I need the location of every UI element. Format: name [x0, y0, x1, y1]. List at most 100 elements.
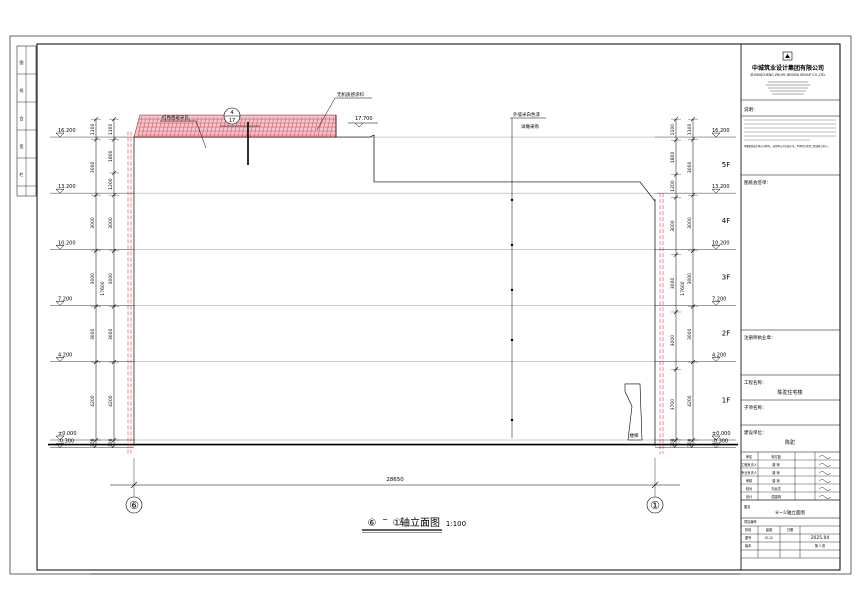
dim-text: 1100: [108, 124, 114, 136]
dim-text: 1100: [670, 124, 676, 136]
dim-text: 3000: [670, 335, 676, 347]
signature-mark: [818, 479, 832, 483]
dim-text: 3000: [90, 328, 96, 340]
seal-title: 注册师执业章：: [744, 334, 776, 341]
dim-text: 1200: [108, 178, 114, 190]
dim-tick: [93, 443, 99, 448]
level-triangle-right: [711, 435, 721, 441]
level-triangle-right: [711, 245, 721, 250]
dim-text: 3000: [90, 273, 96, 285]
overall-dim-text: 28650: [386, 477, 404, 483]
drawing-name-label: 图名: [744, 504, 750, 509]
level-label-right: 4.200: [712, 352, 726, 358]
dim-text: 3000: [108, 217, 114, 229]
dim-text: 3000: [670, 220, 676, 232]
dim-text: 3000: [670, 277, 676, 289]
dim-text: 300: [687, 438, 693, 447]
level-triangle-right: [711, 188, 721, 194]
role-name: 唐 琼: [772, 462, 780, 467]
stair-shape: [624, 383, 643, 441]
strip-char: 栏: [20, 171, 24, 177]
project-label: 工程名称：: [744, 379, 767, 386]
sheet-total: 第 1 张: [815, 543, 826, 548]
title-text: 轴立面图: [400, 516, 440, 529]
level-label-right: 13.200: [712, 184, 730, 190]
floor-labels: 5F 4F 3F 2F 1F: [722, 161, 730, 405]
level-label-right: 10.200: [712, 240, 730, 246]
strip-char: 签: [20, 143, 24, 149]
axis-label-right: ①: [650, 499, 660, 512]
stage-label: 阶段: [745, 527, 752, 532]
role-label: 审定: [746, 454, 753, 459]
level-triangle-left: [55, 245, 65, 250]
level-triangle-left: [55, 301, 65, 306]
dim-text: 3000: [90, 162, 96, 174]
building-outline: 楼梯: [127, 114, 664, 454]
level-label-right: -0.300: [712, 439, 728, 445]
level-triangle-left: [55, 443, 65, 448]
dim-text: 3700: [670, 399, 676, 411]
company-logo: [782, 51, 793, 61]
dim-text: 4200: [687, 395, 693, 407]
wall-note: 外墙米白色漆: [513, 111, 540, 118]
client-label: 建设单位：: [744, 429, 767, 436]
signature-mark: [818, 455, 832, 459]
axis-bubble-left: [125, 496, 143, 514]
role-label: 专业负责人: [741, 470, 758, 475]
drawing-name: ⑥~①轴立面图: [775, 509, 805, 516]
level-label-right: 16.200: [712, 128, 730, 134]
company-name-en: ZHONGCHENG ZHUYE DESIGN GROUP CO.,LTD.: [750, 73, 825, 77]
sub-label: 子项名称：: [744, 404, 767, 411]
level-triangle-right: [711, 357, 721, 362]
axis-bubble-right: [646, 496, 664, 514]
signature-mark: [818, 463, 832, 467]
role-label: 审核: [746, 478, 753, 483]
outer-frame: [9, 35, 852, 575]
company-info-lines: [766, 81, 810, 95]
notes-body: 本图纸版权归本公司所有，未经本公司书面许可，不得用于其他工程或转让他人。: [744, 144, 830, 148]
client-name: 陈驼: [785, 439, 795, 446]
strip-char: 图: [20, 59, 24, 65]
title-axis-b: ①: [393, 518, 402, 529]
version-label: 版本: [745, 543, 752, 548]
floor-label: 2F: [722, 329, 730, 337]
level-triangle-left: [55, 435, 65, 441]
dim-tick: [111, 443, 117, 448]
dim-text: 3000: [108, 273, 114, 285]
role-label: 工程负责人: [741, 462, 758, 467]
level-label-left: 13.200: [58, 184, 76, 190]
floor-label: 4F: [722, 217, 730, 225]
dim-text: 3000: [687, 162, 693, 174]
level-label-right: ±0.000: [712, 431, 731, 437]
floor-label: 1F: [722, 397, 730, 405]
dim-text: 3000: [90, 217, 96, 229]
detail-callout-top: 4: [230, 110, 233, 116]
dim-text: 3000: [108, 328, 114, 340]
dim-text: 300: [90, 438, 96, 447]
drawing-title: ⑥ ~ ① 轴立面图 1:100: [362, 516, 466, 533]
sign-title: 图纸会签单：: [744, 179, 771, 186]
company-name: 中城筑业设计集团有限公司: [752, 64, 824, 72]
floor-label: 5F: [722, 161, 730, 169]
level-label-left: 16.200: [58, 128, 76, 134]
wall-sub-note: 详做采购: [521, 123, 539, 130]
detail-callout-bottom: 17: [229, 118, 235, 124]
notes-lines: [744, 119, 836, 141]
floor-label: 3F: [722, 273, 730, 281]
signature-mark: [818, 487, 832, 491]
dim-tick: [690, 443, 696, 448]
level-triangle-right: [711, 132, 721, 138]
role-label: 设计: [746, 494, 753, 499]
level-triangle-right: [711, 443, 721, 448]
sheet-number: JS-12: [764, 536, 773, 540]
roof-tile-note: 红色西班牙瓦: [162, 114, 189, 121]
signature-mark: [818, 495, 832, 499]
project-no-label: 项目编号: [744, 519, 757, 524]
title-block: 审定宋红磊工程负责人唐 琼专业负责人唐 琼审核唐 琼校对刘丛亮设计谭建明 中城筑…: [740, 43, 841, 571]
dimension-chains: 1100300030003000300042003001100180012003…: [90, 116, 698, 448]
role-name: 刘丛亮: [771, 486, 781, 491]
signature-mark: [818, 471, 832, 475]
role-name: 宋红磊: [771, 454, 781, 459]
